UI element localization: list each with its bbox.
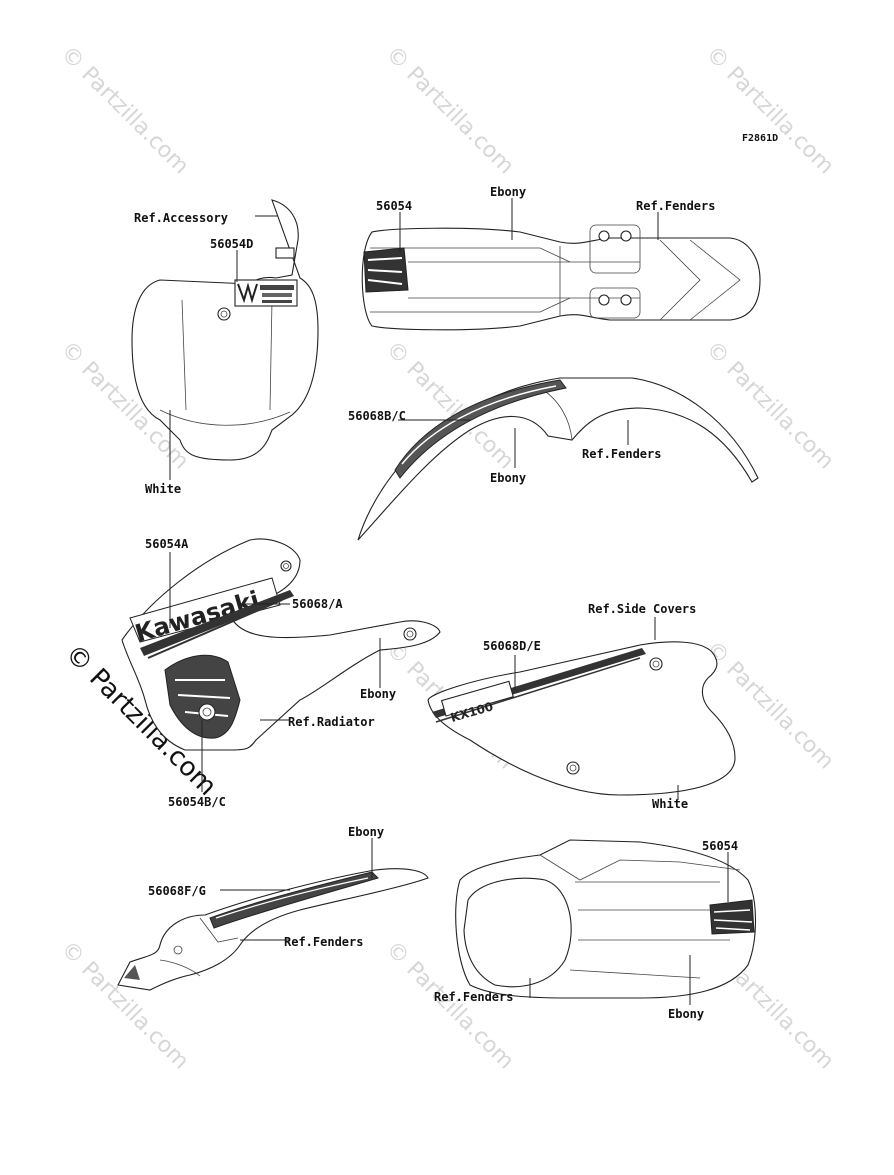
rear-fender-side-part — [117, 868, 429, 991]
label-white-plate: White — [145, 482, 181, 496]
label-56054A: 56054A — [145, 537, 189, 551]
rear-fender-top-part — [455, 839, 757, 999]
front-fender-top-part — [361, 224, 761, 331]
label-ref-side-covers: Ref.Side Covers — [588, 602, 696, 616]
watermark: © Partzilla.com — [56, 42, 194, 180]
label-ebony-shroud: Ebony — [360, 687, 396, 701]
label-56068A: 56068/A — [292, 597, 343, 611]
figure-code: F2861D — [742, 133, 778, 144]
label-ebony-rear-top: Ebony — [668, 1007, 704, 1021]
label-ref-fenders-top: Ref.Fenders — [636, 199, 715, 213]
label-56068DE: 56068D/E — [483, 639, 541, 653]
label-56068BC: 56068B/C — [348, 409, 406, 423]
number-plate-part — [131, 199, 319, 461]
label-56054BC: 56054B/C — [168, 795, 226, 809]
side-cover-part: KX100 — [427, 641, 736, 796]
watermark: © Partzilla.com — [701, 42, 839, 180]
radiator-shroud-part: Kawasaki — [121, 538, 441, 751]
label-ebony-front-fender: Ebony — [490, 471, 526, 485]
label-ref-radiator: Ref.Radiator — [288, 715, 375, 729]
watermark: © Partzilla.com — [701, 337, 839, 475]
label-56054D: 56054D — [210, 237, 253, 251]
label-ref-fenders-rear: Ref.Fenders — [284, 935, 363, 949]
watermark: © Partzilla.com — [381, 42, 519, 180]
label-ref-accessory: Ref.Accessory — [134, 211, 228, 225]
label-ebony-rear-fender: Ebony — [348, 825, 384, 839]
label-ref-fenders-front: Ref.Fenders — [582, 447, 661, 461]
label-ebony-fender-top: Ebony — [490, 185, 526, 199]
label-white-side-cover: White — [652, 797, 688, 811]
label-56054-fender: 56054 — [376, 199, 412, 213]
front-fender-side-part — [357, 377, 759, 541]
label-ref-fenders-rear-top: Ref.Fenders — [434, 990, 513, 1004]
label-56054-rear: 56054 — [702, 839, 738, 853]
label-56068FG: 56068F/G — [148, 884, 206, 898]
